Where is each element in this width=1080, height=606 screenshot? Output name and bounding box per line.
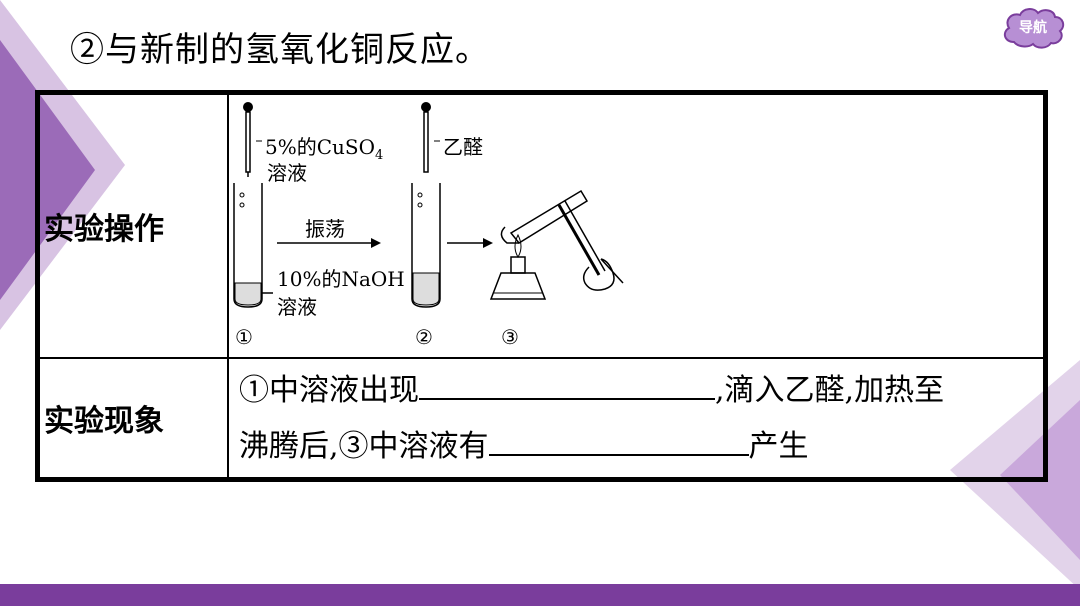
experiment-table: 实验操作: [35, 90, 1048, 482]
naoh-label-2: 溶液: [277, 295, 317, 319]
page-title: ②与新制的氢氧化铜反应。: [70, 30, 490, 70]
phenomenon-cell: ①中溶液出现 ,滴入乙醛,加热至 沸腾后,③中溶液有 产生: [227, 357, 1047, 481]
operation-label: 实验操作: [36, 91, 229, 359]
phenomenon-part-4: 产生: [748, 429, 809, 464]
phenomenon-part-1: ①中溶液出现: [239, 373, 419, 408]
nav-button-label: 导航: [1019, 20, 1047, 36]
table-row-phenomenon: 实验现象 ①中溶液出现 ,滴入乙醛,加热至 沸腾后,③中溶液有 产生: [36, 357, 1047, 481]
phenomenon-part-2: ,滴入乙醛,加热至: [715, 373, 945, 408]
cloud-icon: [1003, 8, 1065, 49]
step-2-label: ②: [415, 325, 433, 349]
answer-blank-1[interactable]: [419, 368, 715, 400]
step-3-label: ③: [501, 325, 519, 349]
answer-blank-2[interactable]: [488, 424, 749, 456]
phenomenon-label: 实验现象: [36, 357, 229, 481]
apparatus-diagram: [233, 102, 624, 308]
phenomenon-text: ①中溶液出现 ,滴入乙醛,加热至 沸腾后,③中溶液有 产生: [229, 359, 1043, 477]
bottom-bar: [0, 584, 1080, 606]
table-row-operation: 实验操作: [36, 91, 1047, 359]
phenomenon-part-3: 沸腾后,③中溶液有: [239, 429, 489, 464]
nav-button[interactable]: 导航: [1000, 6, 1066, 50]
naoh-label: 10%的NaOH: [277, 267, 405, 291]
cuso4-label: 5%的CuSO4: [265, 135, 384, 163]
shake-label: 振荡: [305, 217, 345, 241]
cuso4-label-2: 溶液: [267, 161, 307, 185]
step-1-label: ①: [235, 325, 253, 349]
apparatus-cell: 5%的CuSO4 溶液 乙醛 振荡 10%的NaOH 溶液 ① ② ③: [227, 91, 1047, 359]
apparatus-figure: 5%的CuSO4 溶液 乙醛 振荡 10%的NaOH 溶液 ① ② ③: [229, 95, 649, 357]
acetaldehyde-label: 乙醛: [443, 135, 483, 159]
